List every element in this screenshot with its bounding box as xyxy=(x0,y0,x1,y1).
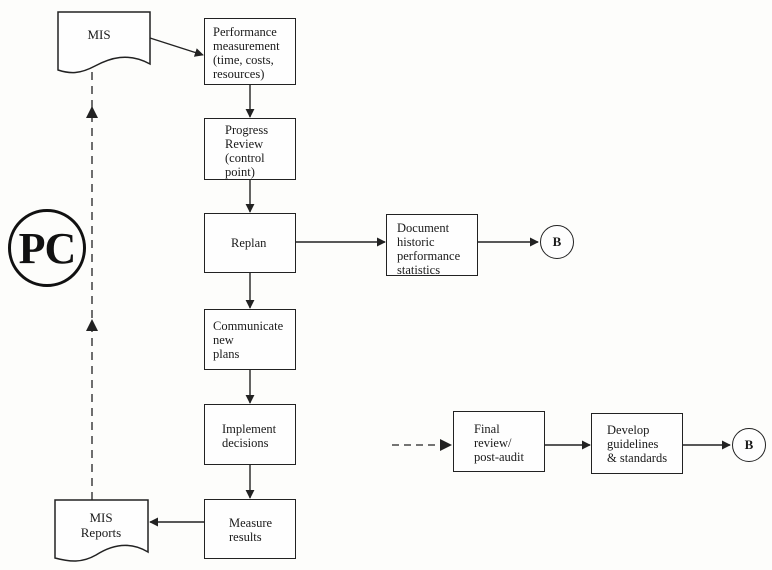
pc-badge-text: PC xyxy=(18,223,77,273)
connector-b-lower-label: B xyxy=(744,437,754,452)
document-statistics-label: Document historic performance statistics xyxy=(397,221,461,277)
measure-results-label: Measure results xyxy=(229,516,273,544)
final-review-box: Final review/ post-audit xyxy=(453,411,545,472)
mis-reports-document-shape xyxy=(54,499,149,562)
implement-label: Implement decisions xyxy=(222,422,277,450)
mis-reports-document-label: MIS Reports xyxy=(80,510,122,540)
develop-guidelines-box: Develop guidelines & standards xyxy=(591,413,683,474)
replan-box: Replan xyxy=(204,213,296,273)
measure-results-box: Measure results xyxy=(204,499,296,559)
mis-document-label: MIS xyxy=(87,27,111,42)
connector-b-upper: B xyxy=(540,225,574,259)
feedback-arrowhead-lower xyxy=(86,319,98,331)
develop-guidelines-label: Develop guidelines & standards xyxy=(607,423,668,465)
communicate-label: Communicate new plans xyxy=(213,319,284,361)
connector-b-lower: B xyxy=(732,428,766,462)
progress-review-label: Progress Review (control point) xyxy=(225,123,269,179)
document-statistics-box: Document historic performance statistics xyxy=(386,214,478,277)
mis-document-shape xyxy=(57,11,151,74)
progress-review-box: Progress Review (control point) xyxy=(204,118,296,180)
replan-label: Replan xyxy=(231,236,267,250)
performance-measurement-label: Performance measurement (time, costs, re… xyxy=(213,25,280,81)
feedback-arrowhead-upper xyxy=(86,106,98,118)
implement-box: Implement decisions xyxy=(204,404,296,465)
final-review-label: Final review/ post-audit xyxy=(474,422,524,464)
connector-b-upper-label: B xyxy=(552,234,562,249)
pc-badge: PC xyxy=(8,209,86,287)
arrow-mis-to-performance xyxy=(149,37,204,57)
final-review-input-arrowhead xyxy=(440,439,452,451)
performance-measurement-box: Performance measurement (time, costs, re… xyxy=(204,18,296,85)
communicate-box: Communicate new plans xyxy=(204,309,296,370)
